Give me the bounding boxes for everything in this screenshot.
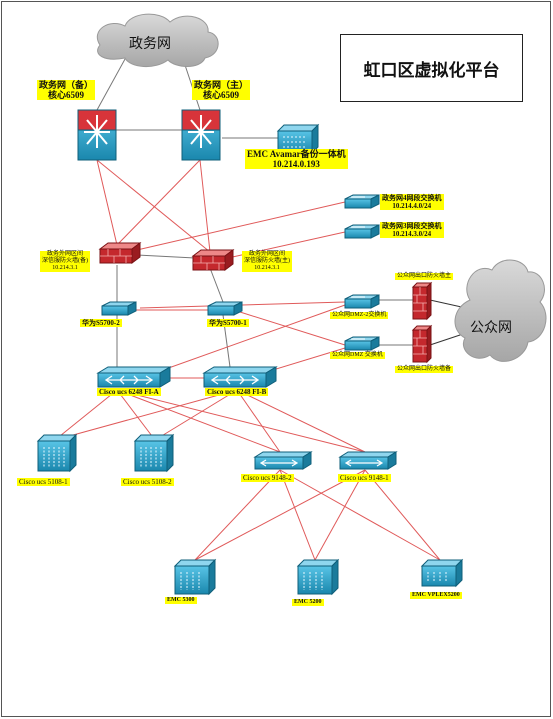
switch-dmz2-label: 公众网DMZ-2交换机 (330, 312, 389, 319)
storage-emc-5300[interactable] (173, 558, 217, 596)
firewall-main-label: 政务外网区间 深信服防火墙(主) 10.214.3.1 (242, 251, 292, 272)
red-link-16 (154, 389, 238, 441)
core-switch-main[interactable] (181, 109, 221, 161)
link-fw-main-hw1 (209, 267, 224, 303)
switch-dmz-label: 公众网DMZ 交换机 (330, 352, 385, 359)
firewall-main[interactable] (191, 249, 235, 271)
red-link-24 (194, 469, 366, 561)
emc-avamar-label: EMC Avamar备份一体机 10.214.0.193 (245, 149, 348, 169)
red-link-3 (96, 159, 211, 253)
switch-huawei-2-label: 华为S5700-2 (80, 319, 122, 327)
switch-gov4[interactable] (344, 194, 380, 209)
emc-avamar-device[interactable] (276, 123, 320, 155)
switch-9148-1-label: Cisco ucs 9148-1 (338, 474, 391, 482)
storage-emc-5200-label: EMC 5200 (292, 599, 324, 606)
ucs-chassis-1-label: Cisco ucs 5108-1 (17, 478, 70, 486)
fabric-interconnect-b[interactable] (202, 366, 278, 388)
fabric-interconnect-a[interactable] (96, 366, 172, 388)
public-cloud-label: 公众网 (470, 320, 512, 336)
red-link-18 (236, 389, 366, 453)
firewall-public-backup[interactable] (411, 324, 433, 364)
ucs-chassis-2[interactable] (133, 433, 175, 473)
public-cloud (454, 259, 547, 362)
gov-cloud-label: 政务网 (129, 36, 171, 52)
gov-cloud (97, 13, 219, 67)
ucs-chassis-2-label: Cisco ucs 5108-2 (121, 478, 174, 486)
red-link-4 (116, 159, 201, 246)
red-link-21 (194, 469, 281, 561)
firewall-public-main-label: 公众网出口防火墙主 (395, 273, 454, 280)
red-link-14 (116, 389, 156, 441)
red-link-23 (279, 469, 441, 561)
red-link-1 (96, 159, 118, 246)
fabric-interconnect-b-label: Cisco ucs 6248 FI-B (205, 388, 269, 396)
red-link-25 (314, 469, 366, 561)
red-link-20 (116, 389, 366, 453)
storage-emc-5300-label: EMC 5300 (165, 597, 197, 604)
storage-emc-vplex[interactable] (420, 558, 464, 588)
red-link-5 (136, 201, 346, 251)
storage-emc-5200[interactable] (296, 558, 340, 596)
core-main-label: 政务网（主） 核心6509 (192, 80, 251, 100)
switch-gov3[interactable] (344, 224, 380, 239)
ucs-chassis-1[interactable] (36, 433, 78, 473)
switch-9148-2[interactable] (253, 451, 313, 470)
core-switch-backup[interactable] (77, 109, 117, 161)
red-link-19 (116, 389, 281, 453)
switch-huawei-1-label: 华为S5700-1 (207, 319, 249, 327)
switch-9148-1[interactable] (338, 451, 398, 470)
switch-huawei-1[interactable] (207, 301, 243, 316)
switch-9148-2-label: Cisco ucs 9148-2 (241, 474, 294, 482)
red-link-22 (279, 469, 316, 561)
red-link-9 (239, 311, 346, 346)
link-gov-core-backup (96, 49, 131, 111)
page-title: 虹口区虚拟化平台 (340, 34, 523, 102)
firewall-public-main[interactable] (411, 281, 433, 321)
switch-huawei-2[interactable] (101, 301, 137, 316)
switch-gov3-label: 政务网3网段交换机 10.214.3.0/24 (380, 222, 444, 238)
red-link-26 (364, 469, 441, 561)
switch-dmz[interactable] (344, 336, 380, 351)
switch-gov4-label: 政务网4网段交换机 10.214.4.0/24 (380, 194, 444, 210)
core-backup-label: 政务网（备） 核心6509 (37, 80, 96, 100)
link-fw-backup-main (136, 254, 196, 259)
firewall-backup-label: 政务外网区间 深信服防火墙(备) 10.214.3.1 (40, 251, 90, 272)
red-link-15 (54, 389, 238, 441)
fabric-interconnect-a-label: Cisco ucs 6248 FI-A (97, 388, 161, 396)
red-link-2 (199, 159, 211, 253)
red-link-13 (54, 389, 118, 441)
firewall-backup[interactable] (98, 242, 142, 264)
switch-dmz2[interactable] (344, 294, 380, 309)
storage-emc-vplex-label: EMC VPLEX5200 (410, 592, 462, 599)
firewall-public-backup-label: 公众网出口防火墙备 (395, 366, 454, 373)
red-link-17 (236, 389, 281, 453)
